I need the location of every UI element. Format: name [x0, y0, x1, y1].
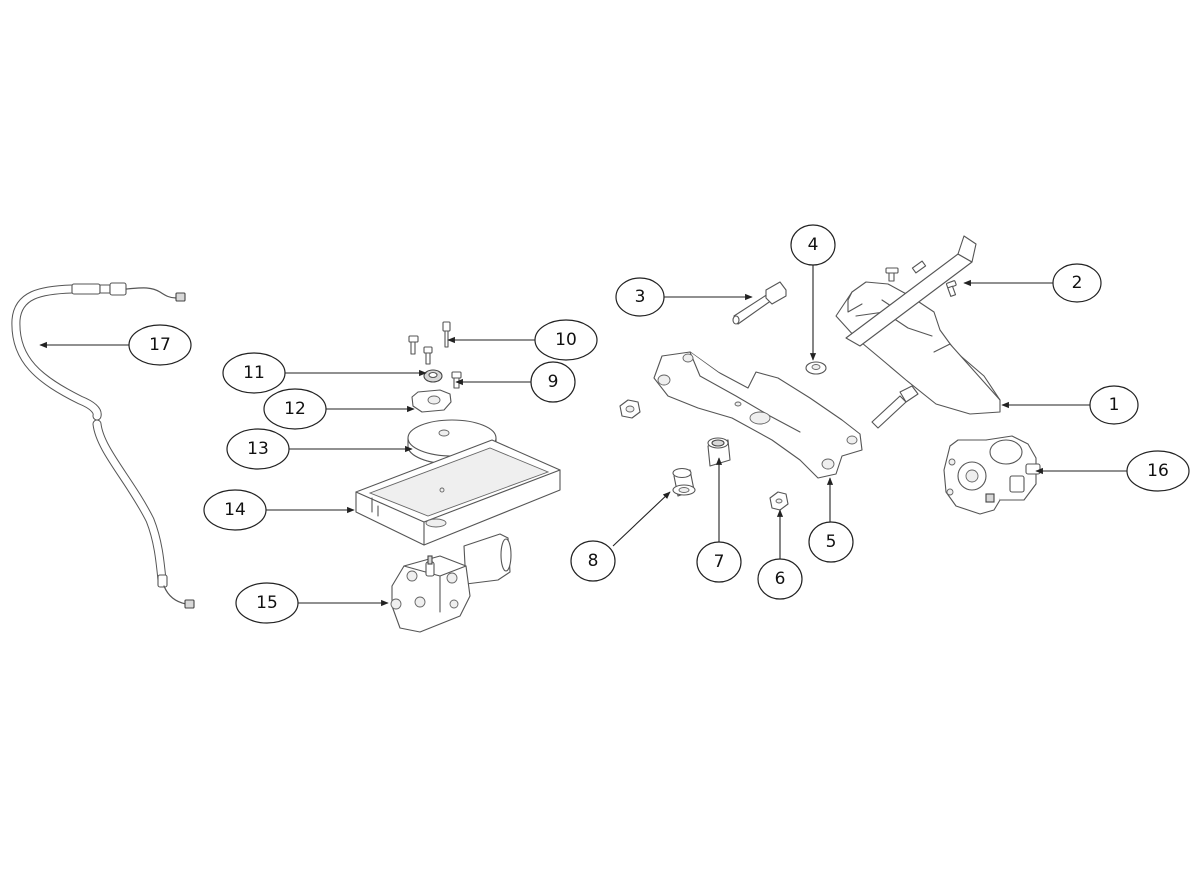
callout-5-label: 5	[826, 532, 837, 552]
callout-1-label: 1	[1109, 395, 1120, 415]
callout-6: 6	[757, 558, 803, 600]
callout-9: 9	[530, 361, 576, 403]
callout-12-label: 12	[284, 399, 306, 419]
part-17-cable	[11, 282, 195, 609]
callout-4: 4	[790, 224, 836, 266]
callout-8: 8	[570, 540, 616, 582]
callout-1: 1	[1089, 385, 1139, 425]
callout-11-label: 11	[243, 363, 265, 383]
leader-lines	[39, 265, 1128, 607]
callout-17-label: 17	[149, 335, 171, 355]
callout-15: 15	[235, 582, 299, 624]
callout-12: 12	[263, 388, 327, 430]
callout-13-label: 13	[247, 439, 269, 459]
callout-10: 10	[534, 319, 598, 361]
part-16-sensor	[943, 435, 1041, 515]
part-7-bushing	[707, 437, 731, 467]
callout-3-label: 3	[635, 287, 646, 307]
part-9-screw	[451, 371, 462, 389]
callout-14: 14	[203, 489, 267, 531]
callout-11: 11	[222, 352, 286, 394]
callout-14-label: 14	[224, 500, 246, 520]
part-3-bolt	[732, 281, 787, 325]
part-2-screws	[885, 267, 957, 297]
leader-8	[612, 491, 671, 547]
part-6-nut	[769, 491, 789, 511]
part-15-motor	[390, 533, 512, 633]
callout-4-label: 4	[808, 235, 819, 255]
nut-left	[619, 399, 641, 419]
part-5-arm	[653, 351, 863, 479]
callout-15-label: 15	[256, 593, 278, 613]
part-1-bracket	[835, 235, 1001, 429]
callout-6-label: 6	[775, 569, 786, 589]
callout-9-label: 9	[548, 372, 559, 392]
part-8-bushing	[672, 467, 696, 497]
callout-17: 17	[128, 324, 192, 366]
part-12-bracket	[411, 389, 452, 413]
part-11-nut	[423, 369, 443, 383]
callout-3: 3	[615, 277, 665, 317]
callout-8-label: 8	[588, 551, 599, 571]
callout-10-label: 10	[555, 330, 577, 350]
callout-13: 13	[226, 428, 290, 470]
callout-16-label: 16	[1147, 461, 1169, 481]
callout-7: 7	[696, 541, 742, 583]
callout-7-label: 7	[714, 552, 725, 572]
callout-2: 2	[1052, 263, 1102, 303]
callout-2-label: 2	[1072, 273, 1083, 293]
part-10-screws	[408, 321, 451, 365]
part-14-tray	[355, 439, 561, 546]
part-4-washer	[805, 361, 827, 375]
callout-16: 16	[1126, 450, 1190, 492]
callout-5: 5	[808, 521, 854, 563]
